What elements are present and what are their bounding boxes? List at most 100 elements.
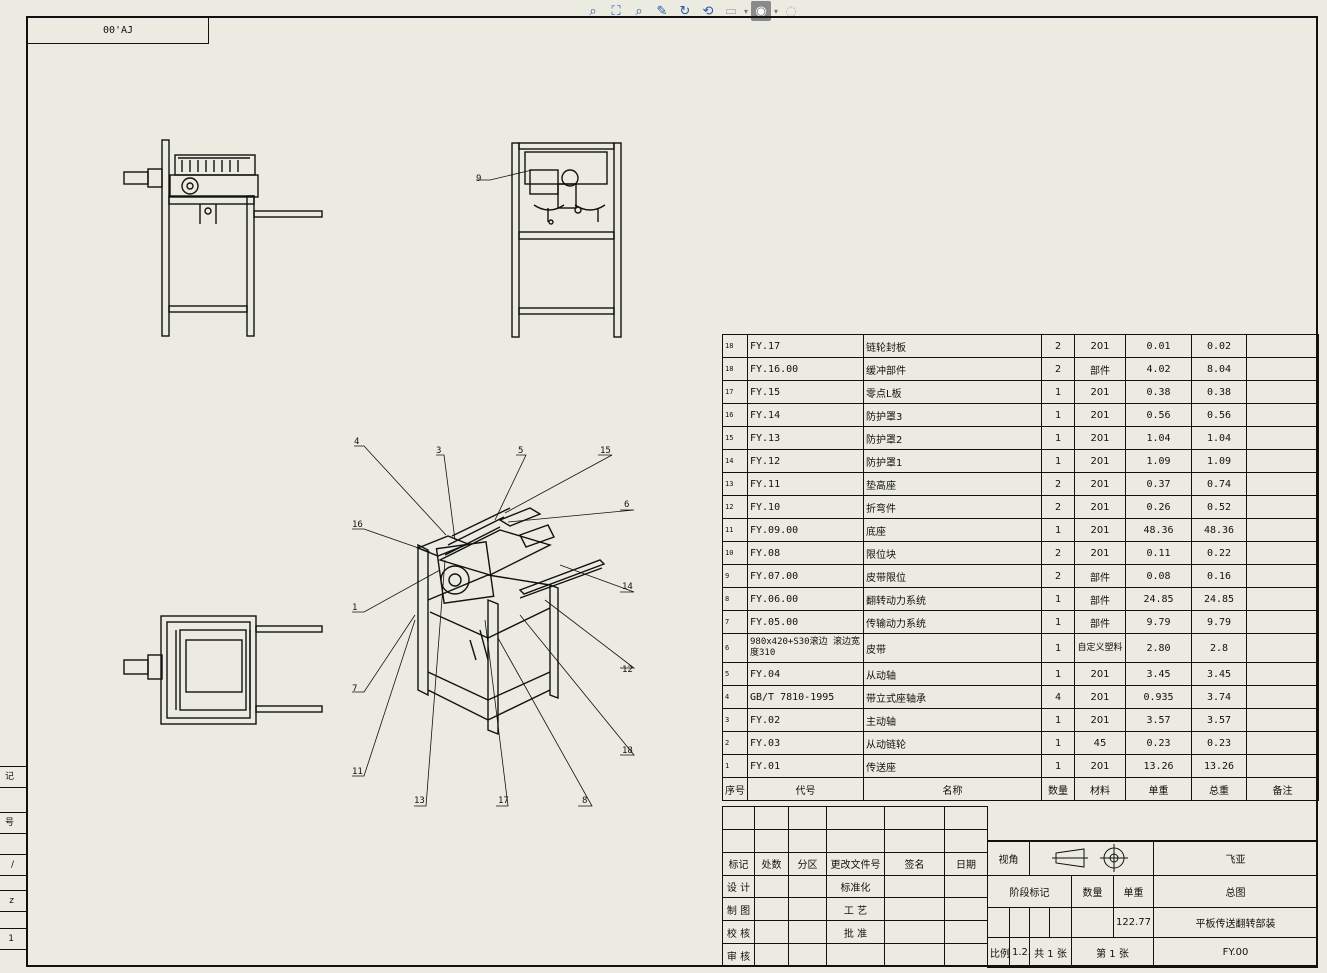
bom-cell-mat: 自定义塑料 xyxy=(1074,633,1126,663)
bom-cell-qty: 2 xyxy=(1041,564,1075,588)
stage-grid: 视角 阶段标记 数量 单重 122.77 比例 1.25 共 1 张 第 1 张 xyxy=(987,841,1154,968)
balloon-label: 6 xyxy=(624,500,629,510)
bom-cell-unit: 0.11 xyxy=(1125,541,1192,565)
bom-cell-name: 传输动力系统 xyxy=(863,610,1042,634)
bom-cell-no: 18 xyxy=(722,357,748,381)
rev-header: 签名 xyxy=(884,851,945,876)
bom-cell-code: FY.15 xyxy=(747,380,864,404)
bom-cell-code: FY.05.00 xyxy=(747,610,864,634)
bom-cell-name: 折弯件 xyxy=(863,495,1042,519)
bom-cell-no: 18 xyxy=(722,334,748,358)
view-label: 视角 xyxy=(987,841,1030,876)
bom-cell-mat: 201 xyxy=(1074,334,1126,358)
zoom-in-out-icon[interactable]: ⌕ xyxy=(635,3,643,19)
bom-cell-unit: 3.45 xyxy=(1125,662,1192,686)
bom-cell-qty: 1 xyxy=(1041,587,1075,611)
sheets-total: 共 1 张 xyxy=(1029,937,1072,968)
bom-cell-unit: 0.01 xyxy=(1125,334,1192,358)
bom-cell-qty: 1 xyxy=(1041,708,1075,732)
bom-cell-qty: 2 xyxy=(1041,334,1075,358)
bom-cell-mat: 部件 xyxy=(1074,610,1126,634)
strip-cell xyxy=(0,834,26,855)
balloon-label: 12 xyxy=(622,665,633,675)
hide-show-icon[interactable]: ◌ xyxy=(785,3,797,19)
bom-cell-mat: 201 xyxy=(1074,518,1126,542)
bom-cell-unit: 0.935 xyxy=(1125,685,1192,709)
bom-header-qty: 数量 xyxy=(1041,777,1075,801)
bom-cell-total: 0.23 xyxy=(1191,731,1247,755)
bom-cell-note xyxy=(1246,472,1319,496)
role-label: 批 准 xyxy=(826,920,885,945)
bom-cell-total: 3.57 xyxy=(1191,708,1247,732)
bom-cell-code: FY.03 xyxy=(747,731,864,755)
bom-cell-mat: 201 xyxy=(1074,472,1126,496)
balloon-label: 13 xyxy=(414,796,425,806)
bom-cell-name: 传送座 xyxy=(863,754,1042,778)
zoom-area-icon[interactable]: ⛶ xyxy=(611,3,621,19)
balloon-label: 3 xyxy=(436,446,441,456)
bom-cell-qty: 2 xyxy=(1041,357,1075,381)
bom-cell-note xyxy=(1246,685,1319,709)
bom-cell-no: 5 xyxy=(722,662,748,686)
chevron-down-icon[interactable]: ▾ xyxy=(744,6,749,16)
projection-cell xyxy=(1029,841,1154,876)
bom-header-row: 序号代号名称数量材料单重总重备注 xyxy=(722,777,1319,801)
role-label: 校 核 xyxy=(722,920,755,945)
bom-cell-code: 980x420+S30滚边 滚边宽度310 xyxy=(747,633,864,663)
rev-header: 分区 xyxy=(788,851,827,876)
bom-cell-unit: 0.26 xyxy=(1125,495,1192,519)
view-orientation-icon[interactable]: ▭ xyxy=(724,3,738,19)
bom-cell-name: 从动轴 xyxy=(863,662,1042,686)
bom-header-name: 名称 xyxy=(863,777,1042,801)
bom-cell-code: FY.13 xyxy=(747,426,864,450)
strip-cell: 1 xyxy=(0,929,26,950)
bom-cell-no: 12 xyxy=(722,495,748,519)
bom-cell-no: 7 xyxy=(722,610,748,634)
rev-header: 日期 xyxy=(944,851,988,876)
bom-cell-total: 3.45 xyxy=(1191,662,1247,686)
title-block: 标记 处数 分区 更改文件号 签名 日期 设 计 标准化 制 图 工 艺 校 核… xyxy=(722,806,1318,968)
role-label: 设 计 xyxy=(722,874,755,899)
bom-cell-note xyxy=(1246,610,1319,634)
bom-cell-qty: 1 xyxy=(1041,731,1075,755)
bom-cell-name: 链轮封板 xyxy=(863,334,1042,358)
pan-icon[interactable]: ✎ xyxy=(656,3,668,19)
balloon-label: 4 xyxy=(354,437,359,447)
isometric-view xyxy=(416,507,606,736)
rotate-icon[interactable]: ↻ xyxy=(679,3,691,19)
bom-cell-note xyxy=(1246,334,1319,358)
title-top-blank xyxy=(987,806,1318,841)
previous-view-icon[interactable]: ⟲ xyxy=(702,3,714,19)
bom-cell-no: 16 xyxy=(722,403,748,427)
rev-header: 处数 xyxy=(754,851,789,876)
bom-cell-unit: 0.23 xyxy=(1125,731,1192,755)
chevron-down-icon[interactable]: ▾ xyxy=(774,6,779,16)
bom-cell-total: 0.56 xyxy=(1191,403,1247,427)
stage-label: 阶段标记 xyxy=(987,875,1072,908)
balloon-label: 5 xyxy=(518,446,523,456)
zoom-fit-icon[interactable]: ⌕ xyxy=(589,3,597,19)
bom-cell-note xyxy=(1246,380,1319,404)
company-name: 飞亚 xyxy=(1153,841,1318,876)
bom-cell-mat: 201 xyxy=(1074,685,1126,709)
bom-cell-total: 9.79 xyxy=(1191,610,1247,634)
bom-cell-no: 10 xyxy=(722,541,748,565)
bom-cell-mat: 201 xyxy=(1074,541,1126,565)
rev-header: 标记 xyxy=(722,851,755,876)
bom-cell-note xyxy=(1246,708,1319,732)
strip-cell: z xyxy=(0,891,26,912)
bom-cell-code: FY.02 xyxy=(747,708,864,732)
bom-cell-no: 2 xyxy=(722,731,748,755)
bom-cell-code: FY.08 xyxy=(747,541,864,565)
bom-cell-mat: 201 xyxy=(1074,426,1126,450)
bom-cell-qty: 1 xyxy=(1041,380,1075,404)
bom-cell-code: FY.10 xyxy=(747,495,864,519)
bom-cell-mat: 201 xyxy=(1074,495,1126,519)
bom-cell-no: 9 xyxy=(722,564,748,588)
